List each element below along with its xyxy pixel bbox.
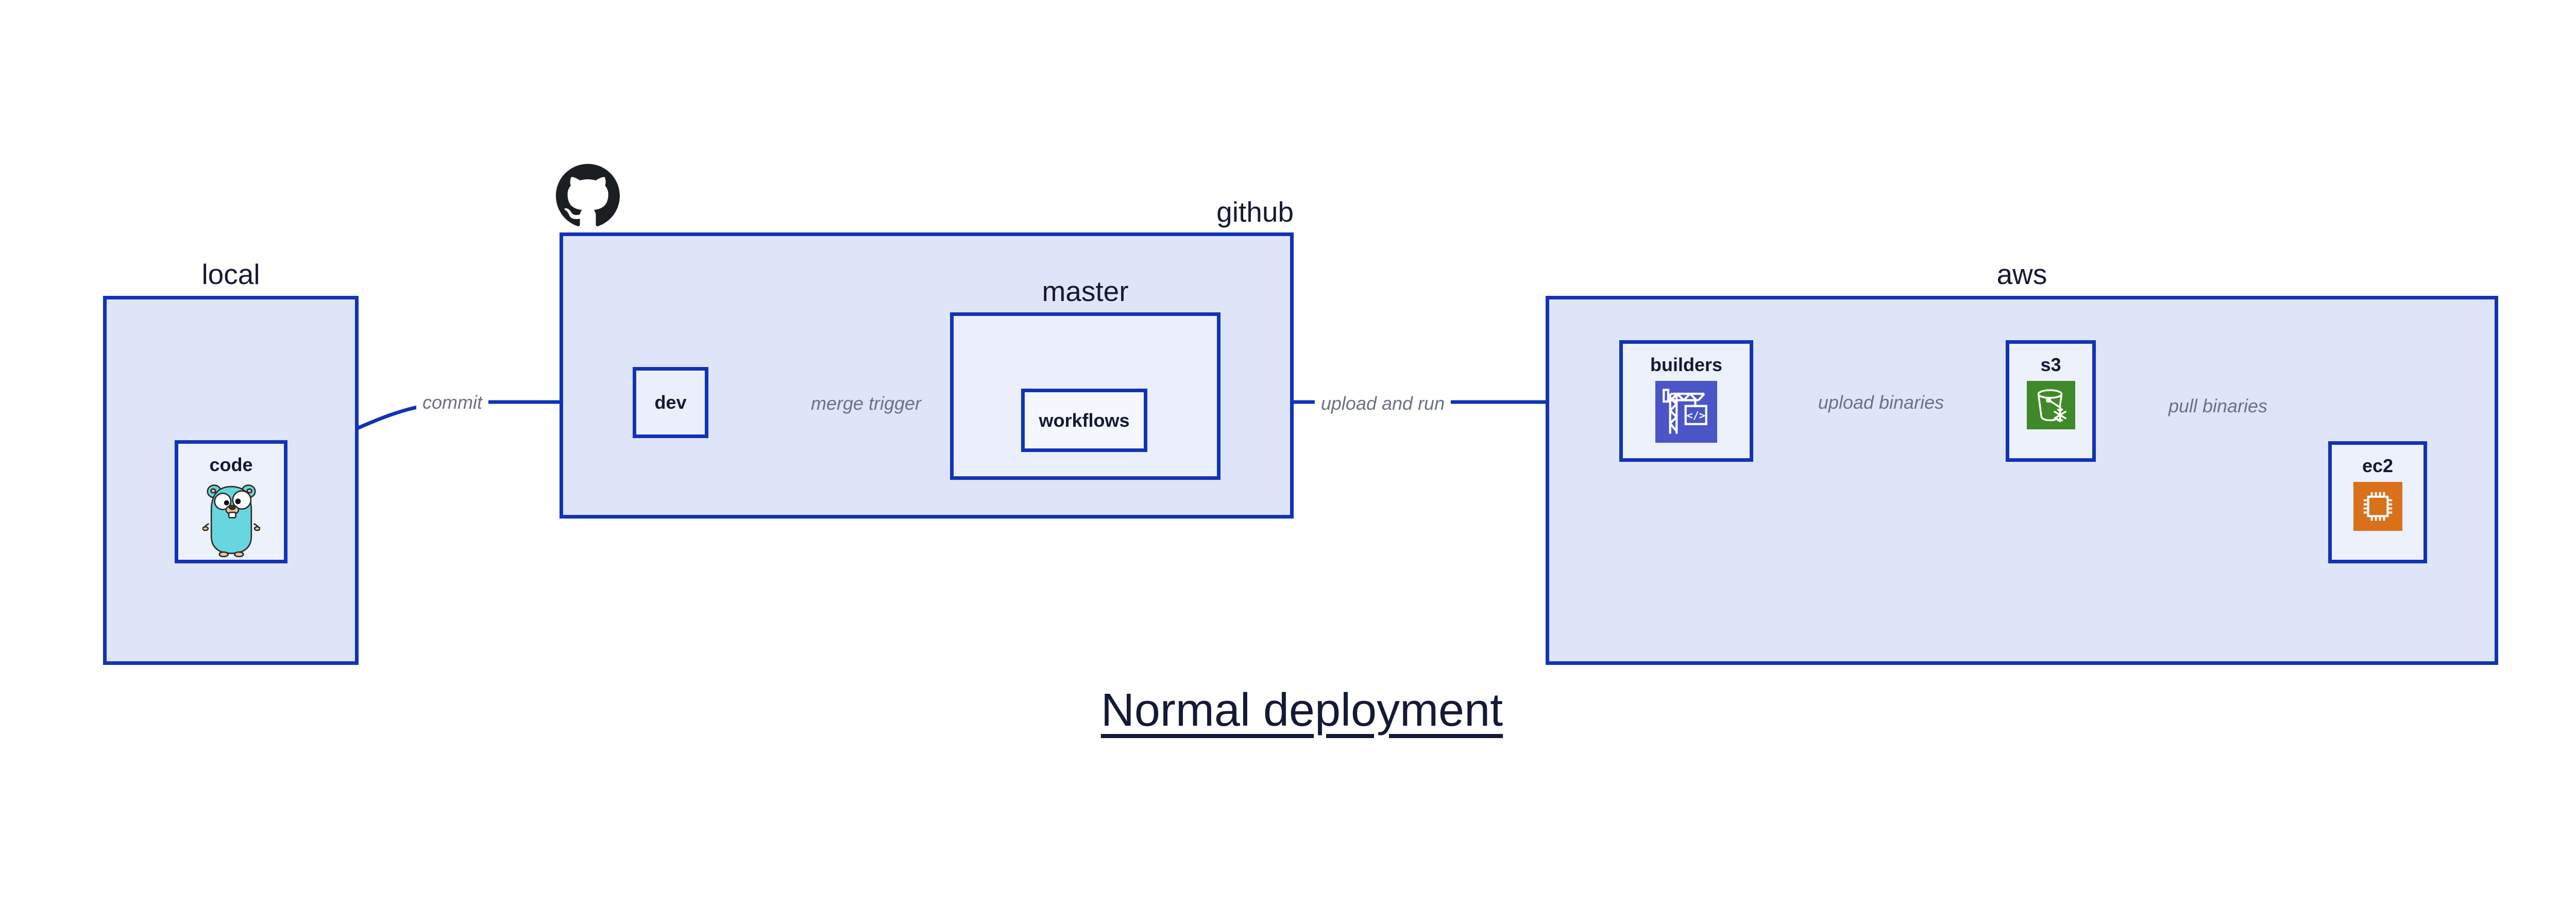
edge-label-upload-and-run: upload and run <box>1314 392 1451 415</box>
s3-bucket-snowflake-icon <box>2026 381 2075 429</box>
codebuild-crane-icon: </> <box>1655 381 1717 443</box>
node-ec2: ec2 <box>2328 441 2427 563</box>
go-gopher-icon <box>202 481 260 557</box>
edge-label-upload-binaries: upload binaries <box>1811 391 1951 414</box>
node-dev: dev <box>633 367 708 438</box>
diagram-title: Normal deployment <box>1100 684 1503 736</box>
node-workflows-label: workflows <box>1039 409 1130 431</box>
node-workflows: workflows <box>1021 389 1147 452</box>
edge-label-commit: commit <box>416 391 488 414</box>
edge-label-pull-binaries: pull binaries <box>2162 395 2274 417</box>
code-glyph: </> <box>1687 409 1705 422</box>
edge-label-merge-trigger: merge trigger <box>804 392 928 415</box>
node-code-label: code <box>209 454 253 475</box>
node-s3-label: s3 <box>2040 354 2061 375</box>
github-octocat-logo <box>556 164 620 230</box>
github-group-label: github <box>1216 196 1294 228</box>
node-code: code <box>175 440 287 563</box>
node-ec2-label: ec2 <box>2362 455 2394 476</box>
aws-group-label: aws <box>1996 258 2047 290</box>
node-builders-label: builders <box>1650 354 1723 375</box>
node-s3: s3 <box>2006 340 2096 462</box>
node-dev-label: dev <box>654 392 687 413</box>
ec2-chip-icon <box>2353 482 2402 531</box>
local-group-label: local <box>201 258 260 290</box>
master-group-label: master <box>1042 275 1129 307</box>
node-builders: builders </> <box>1619 340 1753 462</box>
